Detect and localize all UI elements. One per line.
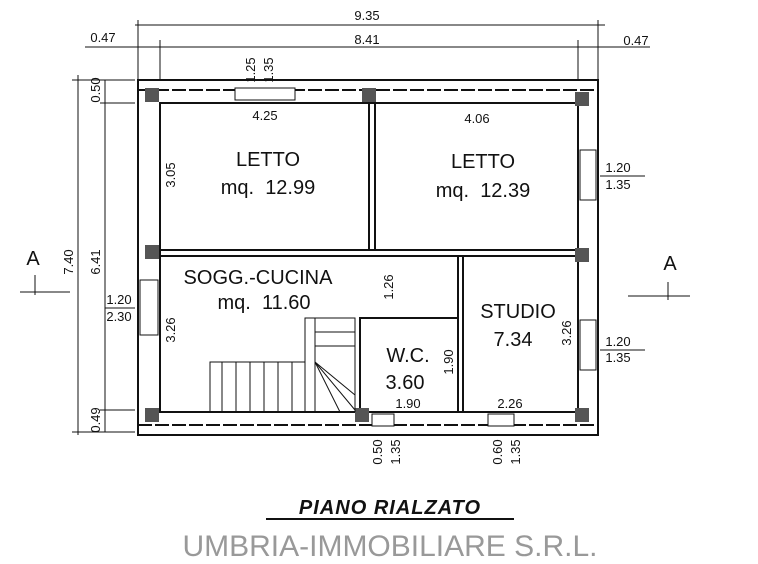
- corridor-width: 1.26: [381, 274, 396, 299]
- room-wc-name: W.C.: [386, 345, 429, 367]
- room-letto1-width: 4.25: [252, 108, 277, 123]
- dim-right-top-window-h: 1.35: [605, 177, 630, 192]
- dim-total-height: 7.40: [61, 249, 76, 274]
- room-letto2-area: mq. 12.39: [436, 180, 531, 202]
- staircase: [209, 317, 356, 413]
- room-wc-depth: 1.90: [441, 349, 456, 374]
- dim-bottom-wall: 0.49: [88, 407, 103, 432]
- dim-bottom-window2-h: 1.35: [508, 439, 523, 464]
- dim-left-window-h: 2.30: [106, 309, 131, 324]
- dim-inner-width: 8.41: [354, 32, 379, 47]
- plan-title: PIANO RIALZATO: [299, 497, 481, 519]
- dimension-lines: [20, 20, 690, 435]
- room-cucina-name: SOGG.-CUCINA: [184, 267, 334, 289]
- room-letto1-area: mq. 12.99: [221, 177, 316, 199]
- section-mark-left: A: [26, 248, 40, 270]
- room-studio-depth: 3.26: [559, 320, 574, 345]
- room-studio-area: 7.34: [494, 329, 533, 351]
- room-letto2-width: 4.06: [464, 111, 489, 126]
- watermark: UMBRIA-IMMOBILIARE S.R.L.: [182, 530, 597, 563]
- dim-right-bottom-window-w: 1.20: [605, 334, 630, 349]
- room-letto1-name: LETTO: [236, 149, 300, 171]
- section-mark-right: A: [663, 253, 677, 275]
- room-cucina-area: mq. 11.60: [217, 292, 310, 314]
- room-letto1-depth: 3.05: [163, 162, 178, 187]
- dim-total-width: 9.35: [354, 8, 379, 23]
- dim-bottom-window1-h: 1.35: [388, 439, 403, 464]
- dim-bottom-window2-w: 0.60: [490, 439, 505, 464]
- room-wc-width: 1.90: [395, 396, 420, 411]
- dim-bottom-window1-w: 0.50: [370, 439, 385, 464]
- dim-left-window-w: 1.20: [106, 292, 131, 307]
- dim-left-wall: 0.47: [90, 30, 115, 45]
- dim-top-window-w: 1.25: [243, 57, 258, 82]
- room-cucina-depth: 3.26: [163, 317, 178, 342]
- walls: [137, 79, 599, 436]
- dim-right-wall: 0.47: [623, 33, 648, 48]
- dim-top-wall: 0.50: [88, 77, 103, 102]
- dim-inner-height: 6.41: [88, 249, 103, 274]
- room-letto2-name: LETTO: [451, 151, 515, 173]
- room-studio-name: STUDIO: [480, 301, 556, 323]
- room-studio-width: 2.26: [497, 396, 522, 411]
- dim-right-bottom-window-h: 1.35: [605, 350, 630, 365]
- dim-right-top-window-w: 1.20: [605, 160, 630, 175]
- dim-top-window-h: 1.35: [261, 57, 276, 82]
- room-wc-area: 3.60: [386, 372, 425, 394]
